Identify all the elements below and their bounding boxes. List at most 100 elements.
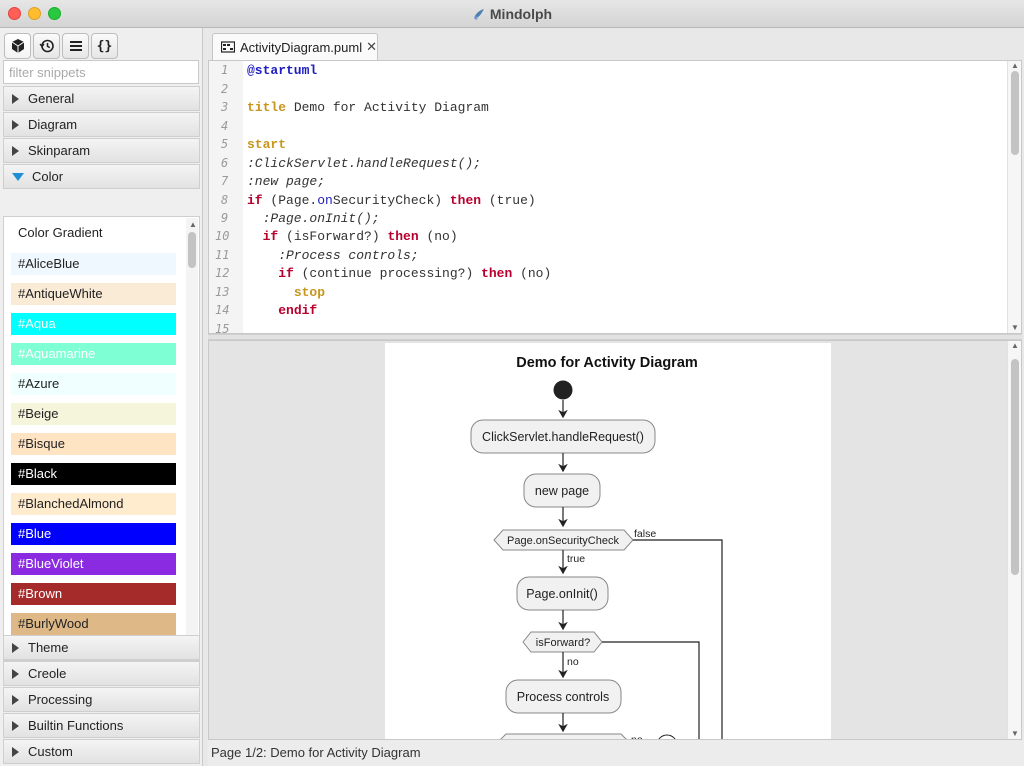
code-line: if (Page.onSecurityCheck) then (true) — [247, 193, 536, 208]
symbols-tab-button[interactable]: {} — [91, 33, 118, 59]
color-item[interactable]: #Black — [11, 463, 176, 485]
branch-label: true — [567, 553, 585, 565]
line-number: 12 — [215, 266, 230, 280]
diagram-canvas: Demo for Activity Diagram ClickServlet.h… — [385, 343, 831, 740]
line-number: 9 — [221, 211, 229, 225]
split-divider[interactable] — [208, 334, 1022, 340]
section-creole[interactable]: Creole — [3, 661, 200, 686]
color-item[interactable]: #Azure — [11, 373, 176, 395]
line-number-gutter: 1 2 3 4 5 6 7 8 9 10 11 12 13 14 15 — [209, 61, 243, 334]
scroll-thumb[interactable] — [188, 232, 196, 268]
snippet-panel: {} General Diagram Skinparam Color Color… — [0, 28, 203, 766]
scroll-thumb[interactable] — [1011, 359, 1019, 575]
color-item[interactable]: #Aquamarine — [11, 343, 176, 365]
branch-label: false — [634, 528, 656, 540]
activity-label: Process controls — [517, 690, 609, 704]
code-line: if (isForward?) then (no) — [262, 229, 458, 244]
code-line: :new page; — [247, 174, 326, 189]
scroll-up-icon[interactable]: ▲ — [1011, 61, 1019, 70]
start-node — [553, 380, 573, 400]
line-number: 5 — [221, 137, 229, 151]
section-label: General — [28, 91, 75, 106]
line-number: 4 — [221, 119, 229, 133]
activity-node — [523, 473, 601, 508]
expand-arrow-icon — [12, 746, 19, 757]
color-item[interactable]: #AntiqueWhite — [11, 283, 176, 305]
line-number: 10 — [215, 229, 230, 243]
diagram-file-icon — [221, 41, 235, 53]
window-title-text: Mindolph — [489, 6, 553, 22]
maximize-window-button[interactable] — [48, 7, 61, 20]
code-line: stop — [293, 285, 326, 300]
code-editor[interactable]: 1 2 3 4 5 6 7 8 9 10 11 12 13 14 15 @sta… — [208, 60, 1022, 334]
code-line: start — [247, 137, 287, 152]
color-item[interactable]: #Bisque — [11, 433, 176, 455]
branch-label: no — [631, 734, 643, 740]
section-diagram[interactable]: Diagram — [3, 112, 200, 137]
minimize-window-button[interactable] — [28, 7, 41, 20]
color-gradient-item[interactable]: Color Gradient — [18, 225, 103, 240]
section-label: Creole — [28, 666, 67, 681]
snippets-tab-button[interactable] — [4, 33, 31, 59]
decision-label: isForward? — [536, 637, 590, 649]
line-number: 3 — [221, 100, 229, 114]
color-item[interactable]: #BlanchedAlmond — [11, 493, 176, 515]
stop-node — [658, 734, 676, 739]
section-builtin-functions[interactable]: Builtin Functions — [3, 713, 200, 738]
scroll-up-icon[interactable]: ▲ — [189, 220, 197, 229]
section-custom[interactable]: Custom — [3, 739, 200, 764]
color-item[interactable]: #BlueViolet — [11, 553, 176, 575]
color-item[interactable]: #Brown — [11, 583, 176, 605]
outline-tab-button[interactable] — [62, 33, 89, 59]
tab-activitydiagram[interactable]: ActivityDiagram.puml ✕ — [212, 33, 378, 60]
color-item[interactable]: #Aqua — [11, 313, 176, 335]
diagram-title: Demo for Activity Diagram — [516, 355, 698, 371]
section-color[interactable]: Color — [3, 164, 200, 189]
activity-label: Page.onInit() — [526, 587, 598, 601]
list-scrollbar[interactable]: ▲ ▼ — [186, 218, 198, 659]
line-number: 2 — [221, 82, 229, 96]
code-line: endif — [278, 303, 318, 318]
color-item[interactable]: #Beige — [11, 403, 176, 425]
section-general[interactable]: General — [3, 86, 200, 111]
line-number: 1 — [221, 63, 229, 77]
line-number: 14 — [215, 303, 230, 317]
color-item[interactable]: #AliceBlue — [11, 253, 176, 275]
panel-toolbar: {} — [4, 33, 118, 59]
expand-arrow-icon — [12, 694, 19, 705]
close-tab-icon[interactable]: ✕ — [366, 39, 377, 54]
status-bar: Page 1/2: Demo for Activity Diagram — [208, 740, 1024, 766]
color-snippet-list[interactable]: Color Gradient #AliceBlue #AntiqueWhite #A… — [3, 216, 200, 661]
decision-node — [500, 733, 627, 739]
scroll-thumb[interactable] — [1011, 71, 1019, 155]
filter-snippets-input[interactable] — [3, 60, 199, 84]
scroll-down-icon[interactable]: ▼ — [1011, 323, 1019, 332]
section-label: Processing — [28, 692, 93, 707]
list-icon — [69, 41, 82, 51]
line-number: 15 — [215, 322, 230, 334]
app-logo-icon — [473, 9, 484, 20]
expand-arrow-icon — [12, 720, 19, 731]
color-item[interactable]: #Blue — [11, 523, 176, 545]
decision-label: Page.onSecurityCheck — [507, 535, 619, 547]
scroll-up-icon[interactable]: ▲ — [1011, 341, 1019, 350]
section-processing[interactable]: Processing — [3, 687, 200, 712]
code-line: @startuml — [247, 63, 318, 78]
editor-scrollbar[interactable]: ▲ ▼ — [1007, 61, 1021, 333]
section-theme[interactable]: Theme — [3, 635, 200, 660]
activity-label: new page — [535, 484, 589, 498]
section-label: Theme — [28, 640, 69, 655]
line-number: 8 — [221, 193, 229, 207]
expand-arrow-icon — [12, 93, 19, 104]
scroll-down-icon[interactable]: ▼ — [1011, 729, 1019, 738]
close-window-button[interactable] — [8, 7, 21, 20]
expand-arrow-icon — [12, 668, 19, 679]
color-item[interactable]: #BurlyWood — [11, 613, 176, 635]
braces-icon: {} — [96, 38, 113, 54]
section-skinparam[interactable]: Skinparam — [3, 138, 200, 163]
recent-tab-button[interactable] — [33, 33, 60, 59]
preview-scrollbar[interactable]: ▲ ▼ — [1007, 341, 1021, 739]
activity-label: ClickServlet.handleRequest() — [482, 430, 644, 444]
diagram-preview[interactable]: Demo for Activity Diagram ClickServlet.h… — [208, 340, 1022, 740]
